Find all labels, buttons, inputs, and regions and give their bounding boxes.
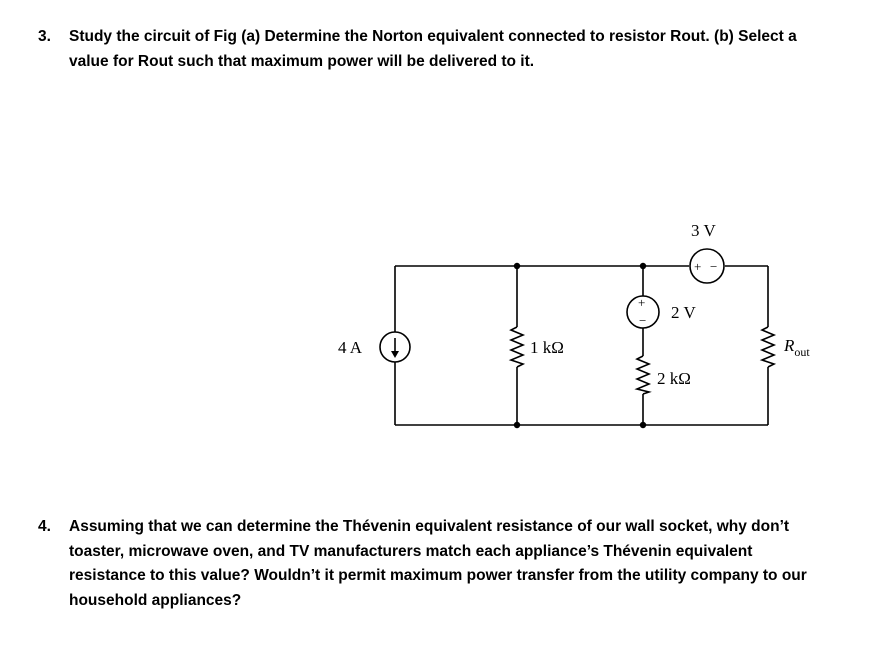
rout-label-main: R <box>783 336 795 355</box>
voltage-source-3v-plus: + <box>694 259 701 274</box>
junction-dot <box>639 262 647 270</box>
voltage-source-2v <box>626 295 660 329</box>
resistor-1k <box>508 326 526 368</box>
rout-label: Rout <box>783 336 810 359</box>
resistor-rout <box>759 326 777 368</box>
question-4: 4. Assuming that we can determine the Th… <box>38 515 828 613</box>
question-3: 3. Study the circuit of Fig (a) Determin… <box>38 25 828 74</box>
voltage-source-2v-minus: − <box>639 313 646 328</box>
current-source <box>379 331 411 363</box>
question-text: Study the circuit of Fig (a) Determine t… <box>69 28 797 70</box>
junction-dot <box>639 421 647 429</box>
voltage-source-3v-minus: − <box>710 259 717 274</box>
rout-label-sub: out <box>794 345 810 359</box>
question-number: 3. <box>38 28 51 45</box>
voltage-source-2v-label: 2 V <box>671 303 696 322</box>
resistor-2k-label: 2 kΩ <box>657 369 691 388</box>
question-text: Assuming that we can determine the Théve… <box>69 518 807 609</box>
voltage-source-3v <box>689 248 725 284</box>
voltage-source-2v-plus: + <box>638 295 645 310</box>
voltage-source-3v-label: 3 V <box>691 221 716 240</box>
junction-dot <box>513 262 521 270</box>
question-number: 4. <box>38 518 51 535</box>
junction-dot <box>513 421 521 429</box>
current-source-label: 4 A <box>338 338 363 357</box>
resistor-2k <box>634 355 652 395</box>
resistor-1k-label: 1 kΩ <box>530 338 564 357</box>
